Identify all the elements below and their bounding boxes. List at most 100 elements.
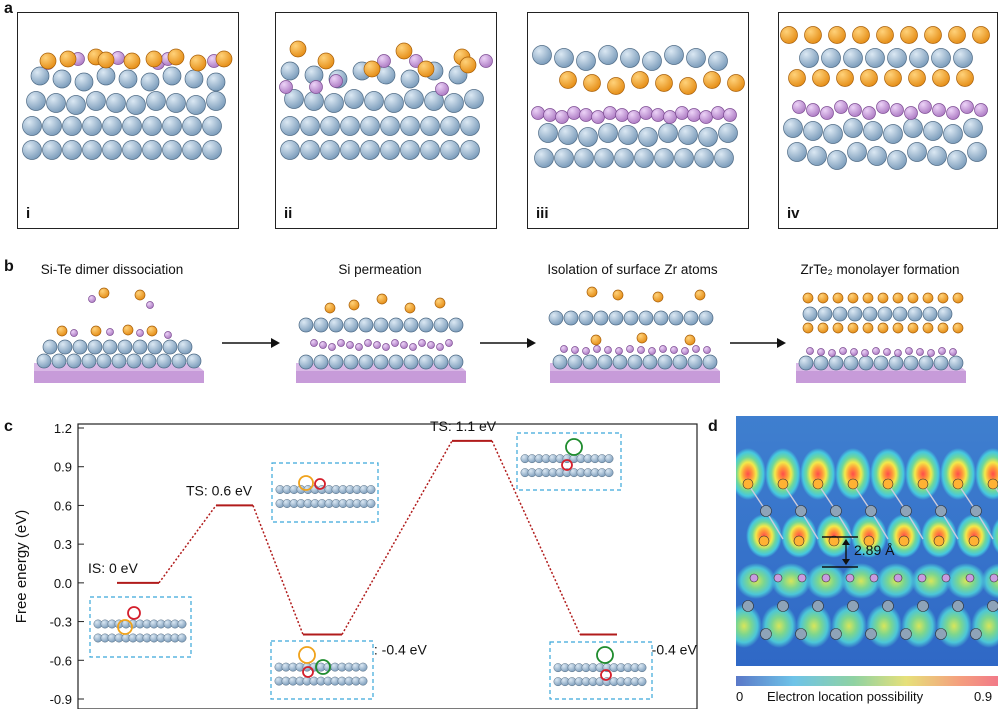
si-atom: [872, 347, 880, 355]
zr-atom: [106, 93, 126, 113]
frame-label-iii: iii: [536, 205, 549, 222]
zr-atom: [642, 354, 658, 370]
zr-atom: [627, 354, 643, 370]
zr-atom: [186, 95, 206, 115]
substrate-2-face: [296, 371, 466, 383]
zr-atom: [440, 116, 460, 136]
zr-atom: [843, 118, 863, 138]
zr-atom: [658, 123, 678, 143]
zr-atom: [953, 48, 973, 68]
si-atom: [949, 348, 957, 356]
zr-atom: [563, 310, 579, 326]
colorbar-min-label: 0: [736, 689, 744, 704]
elf-te-lobe: [765, 448, 801, 500]
si-atom: [806, 347, 814, 355]
te-atom: [590, 334, 602, 346]
te-atom: [694, 289, 706, 301]
zr-atom: [126, 95, 146, 115]
si-atom: [479, 54, 493, 68]
zr-atom: [623, 310, 639, 326]
te-atom: [636, 332, 648, 344]
zr-atom: [384, 93, 404, 113]
colorbar: [736, 676, 998, 686]
te-atom: [612, 289, 624, 301]
substrate-3-face: [550, 371, 720, 383]
zr-atom: [803, 121, 823, 141]
reaction-path-segment: [158, 504, 217, 584]
te-atom: [123, 52, 141, 70]
zr-atom: [883, 124, 903, 144]
zr-atom: [444, 93, 464, 113]
si-atom: [555, 110, 569, 124]
si-atom: [821, 573, 831, 583]
y-tick-label: 0.0: [54, 576, 72, 591]
zr-atom: [888, 355, 904, 371]
si-atom: [960, 100, 974, 114]
elf-te-lobe: [800, 448, 836, 500]
zr-atom: [597, 354, 613, 370]
zr-atom: [171, 353, 187, 369]
te-atom: [828, 26, 846, 44]
zr-atom: [634, 148, 654, 168]
te-atom: [289, 40, 307, 58]
te-atom: [847, 322, 859, 334]
zr-atom: [922, 306, 938, 322]
zr-atom: [206, 72, 226, 92]
state-label-2: TS: 0.6 eV: [186, 482, 253, 498]
zr-atom: [418, 317, 434, 333]
zr-atom: [900, 505, 912, 517]
zr-atom: [177, 619, 187, 629]
si-atom: [687, 108, 701, 122]
zr-atom: [598, 123, 618, 143]
si-atom: [603, 106, 617, 120]
zr-atom: [987, 600, 998, 612]
y-tick-label: 0.3: [54, 537, 72, 552]
te-atom: [395, 42, 413, 60]
zr-atom: [935, 628, 947, 640]
zr-atom: [687, 354, 703, 370]
zr-atom: [22, 140, 42, 160]
zr-atom: [887, 150, 907, 170]
y-tick-label: -0.3: [50, 615, 72, 630]
si-atom: [591, 110, 605, 124]
zr-atom: [162, 66, 182, 86]
inset-fs1-structure: [270, 640, 374, 700]
te-atom: [937, 322, 949, 334]
te-atom: [742, 478, 754, 490]
si-atom: [400, 341, 408, 349]
highlight-ring-green: [315, 659, 331, 675]
si-atom: [848, 103, 862, 117]
zr-atom: [742, 600, 754, 612]
zr-atom: [102, 339, 118, 355]
zr-atom: [62, 116, 82, 136]
elf-zr-lobe: [736, 604, 762, 648]
zr-atom: [324, 93, 344, 113]
si-atom: [965, 573, 975, 583]
si-atom: [445, 339, 453, 347]
zr-atom: [598, 45, 618, 65]
si-atom: [723, 108, 737, 122]
si-atom: [106, 328, 114, 336]
te-atom: [802, 292, 814, 304]
te-atom: [348, 299, 360, 311]
zr-atom: [358, 317, 374, 333]
zr-atom: [364, 91, 384, 111]
zr-atom: [552, 354, 568, 370]
te-atom: [932, 69, 950, 87]
highlight-ring-red: [600, 669, 612, 681]
zr-atom: [714, 148, 734, 168]
zr-atom: [340, 116, 360, 136]
zr-atom: [917, 600, 929, 612]
zr-atom: [907, 306, 923, 322]
colorbar-max-label: 0.9: [974, 689, 993, 704]
zr-atom: [970, 628, 982, 640]
si-atom: [711, 106, 725, 120]
te-atom: [607, 77, 625, 95]
zr-atom: [952, 600, 964, 612]
te-atom: [97, 51, 115, 69]
te-atom: [56, 325, 68, 337]
zr-atom: [42, 339, 58, 355]
si-atom: [571, 346, 579, 354]
zr-atom: [574, 148, 594, 168]
zr-atom: [694, 148, 714, 168]
